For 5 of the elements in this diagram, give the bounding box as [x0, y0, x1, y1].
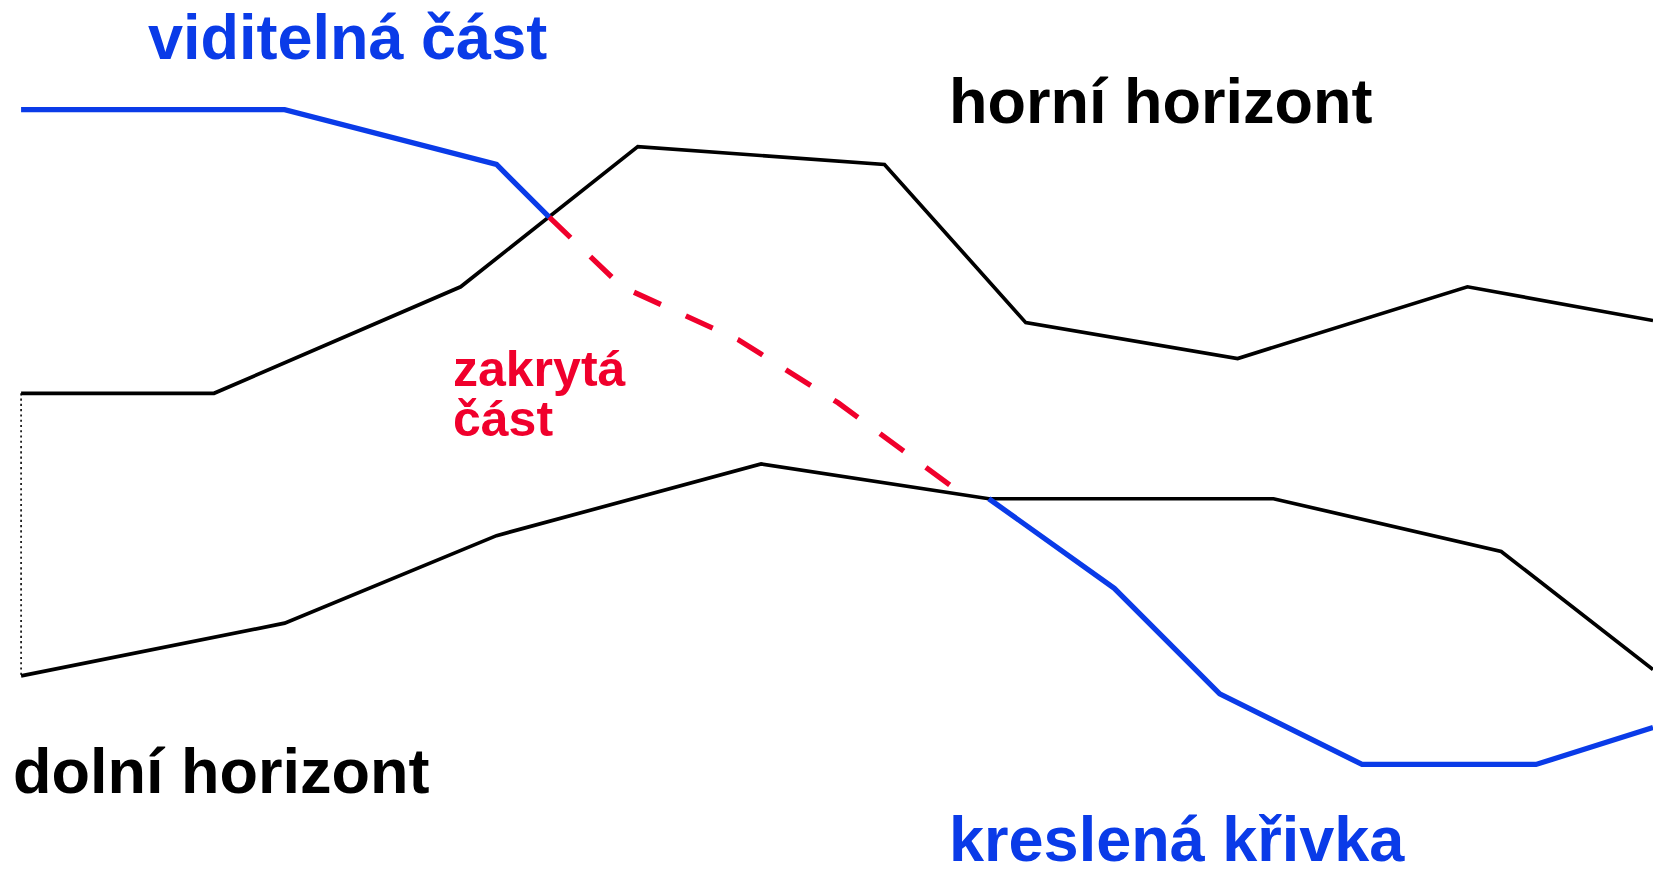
drawn-curve-label: kreslená křivka	[949, 808, 1405, 871]
lower-horizon-label: dolní horizont	[13, 740, 430, 803]
hidden-part-label: zakrytá část	[453, 344, 627, 444]
upper-horizon-label: horní horizont	[949, 70, 1373, 133]
visible-part-label: viditelná část	[148, 6, 548, 69]
